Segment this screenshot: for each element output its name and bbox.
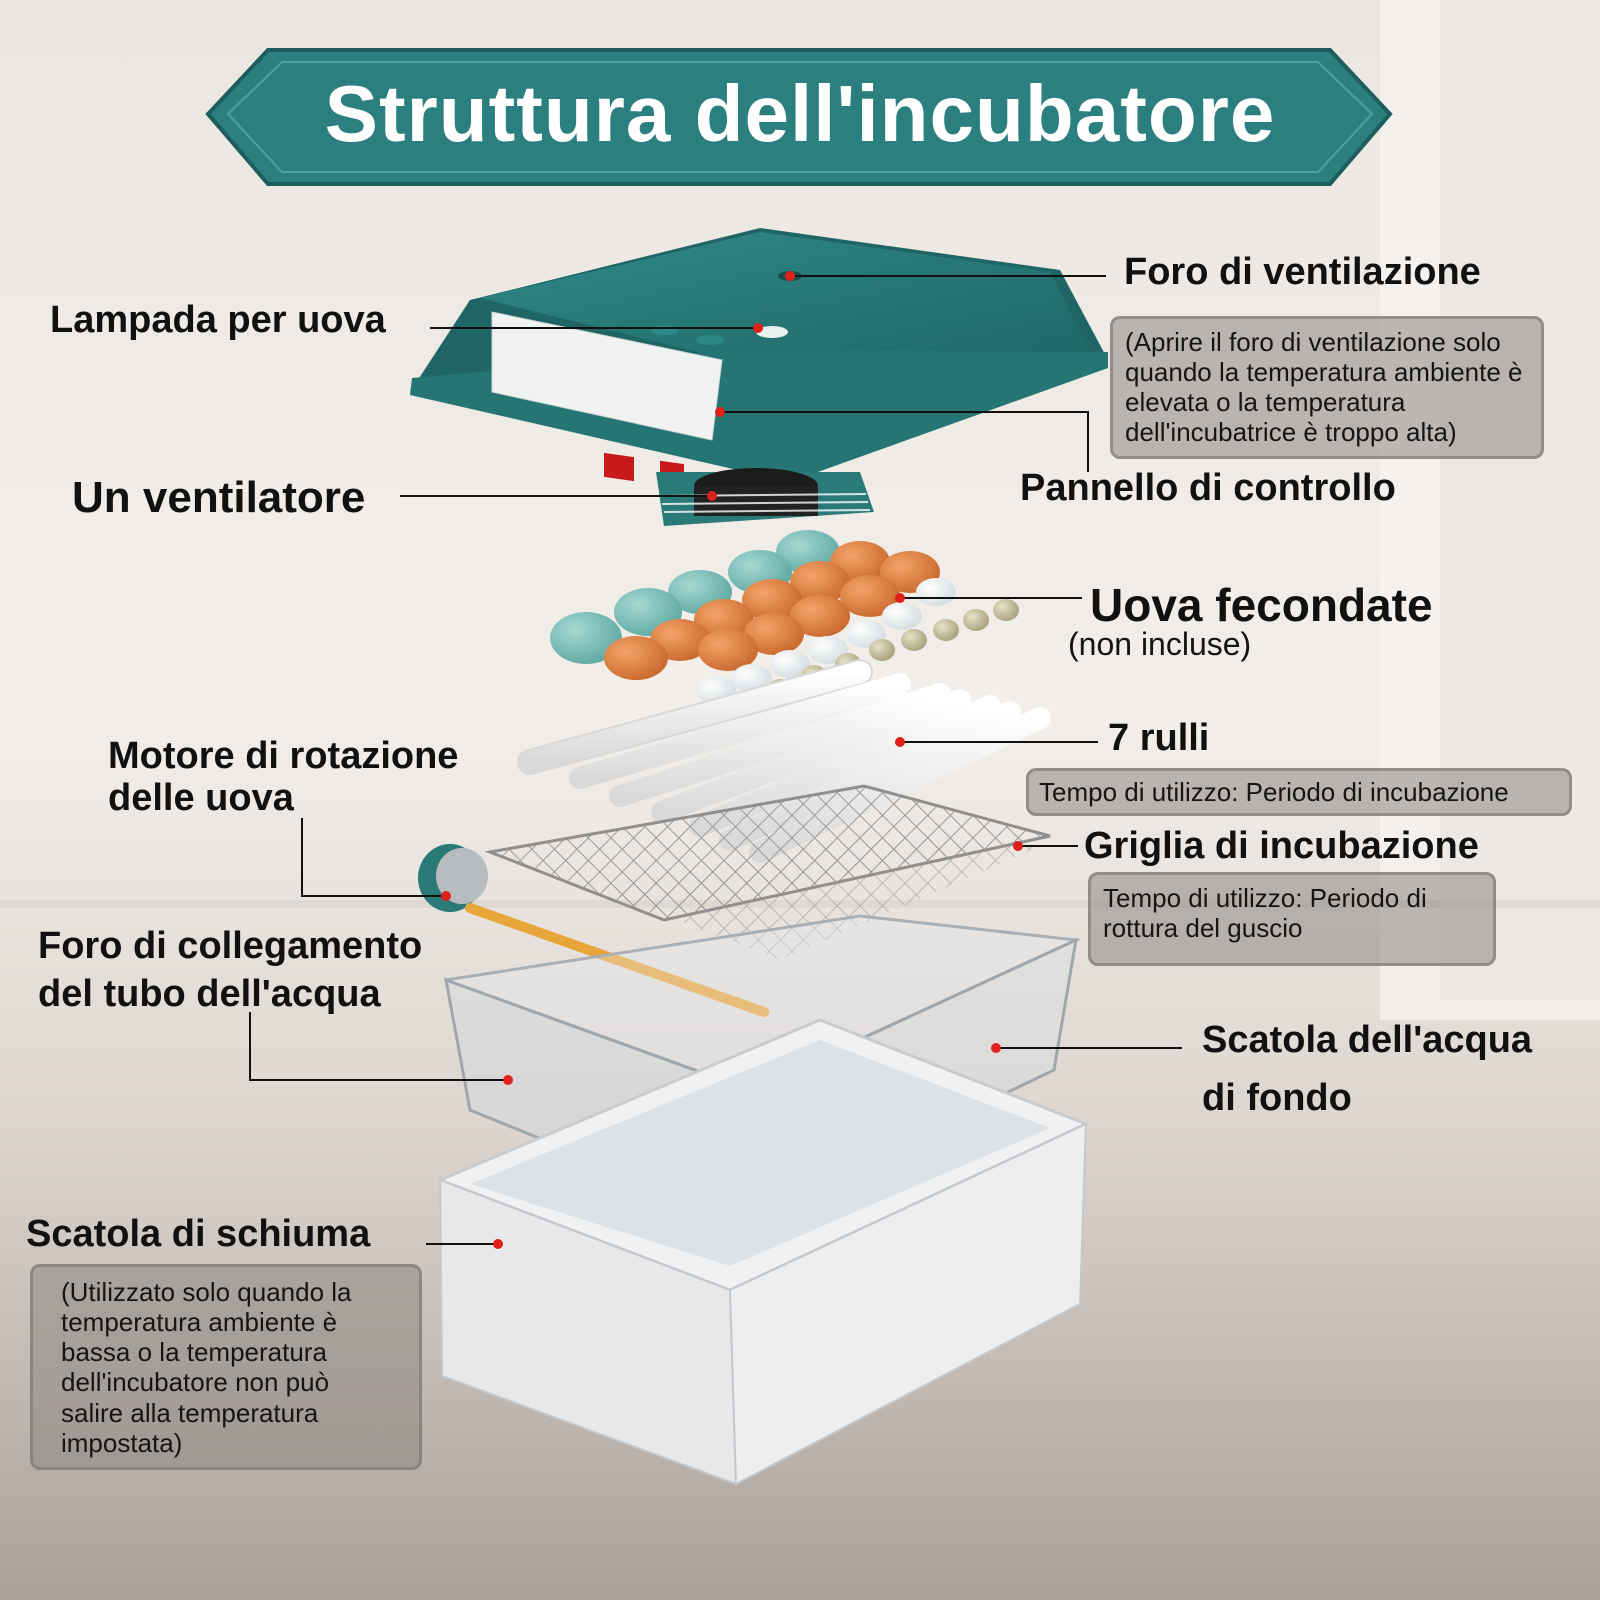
turning-motor (418, 844, 769, 1017)
label-ventilatore: Un ventilatore (72, 473, 366, 522)
note-rulli: Tempo di utilizzo: Periodo di incubazion… (1026, 768, 1572, 817)
note-scatola-schiuma: (Utilizzato solo quando la temperatura a… (30, 1264, 422, 1470)
note-foro-ventilazione: (Aprire il foro di ventilazione solo qua… (1110, 316, 1544, 459)
note-uova: (non incluse) (1068, 626, 1252, 662)
incubation-grid (484, 784, 1051, 960)
label-lampada: Lampada per uova (50, 299, 386, 341)
foam-box (435, 1018, 1090, 1486)
label-pannello: Pannello di controllo (1020, 467, 1396, 509)
page-title: Struttura dell'incubatore (324, 69, 1276, 158)
label-uova: Uova fecondate (1090, 579, 1433, 631)
label-griglia: Griglia di incubazione (1084, 825, 1479, 867)
label-foro-tubo-line2: del tubo dell'acqua (38, 973, 381, 1015)
note-griglia: Tempo di utilizzo: Periodo di rottura de… (1088, 872, 1496, 966)
label-motore-line2: delle uova (108, 777, 294, 819)
wall-pillar (1440, 0, 1600, 1000)
label-foro-ventilazione: Foro di ventilazione (1124, 251, 1481, 293)
fan (656, 468, 874, 526)
leader-lines (249, 275, 1182, 1245)
label-scatola-schiuma: Scatola di schiuma (26, 1213, 371, 1255)
label-scatola-acqua-line2: di fondo (1202, 1077, 1352, 1119)
eggs (550, 530, 1019, 704)
label-scatola-acqua-line1: Scatola dell'acqua (1202, 1019, 1533, 1061)
label-foro-tubo-line1: Foro di collegamento (38, 925, 423, 967)
label-motore-line1: Motore di rotazione (108, 735, 459, 777)
lid (410, 228, 1108, 489)
title-banner (205, 48, 1393, 186)
pointer-dots (441, 271, 1023, 1249)
label-rulli: 7 rulli (1108, 717, 1210, 759)
